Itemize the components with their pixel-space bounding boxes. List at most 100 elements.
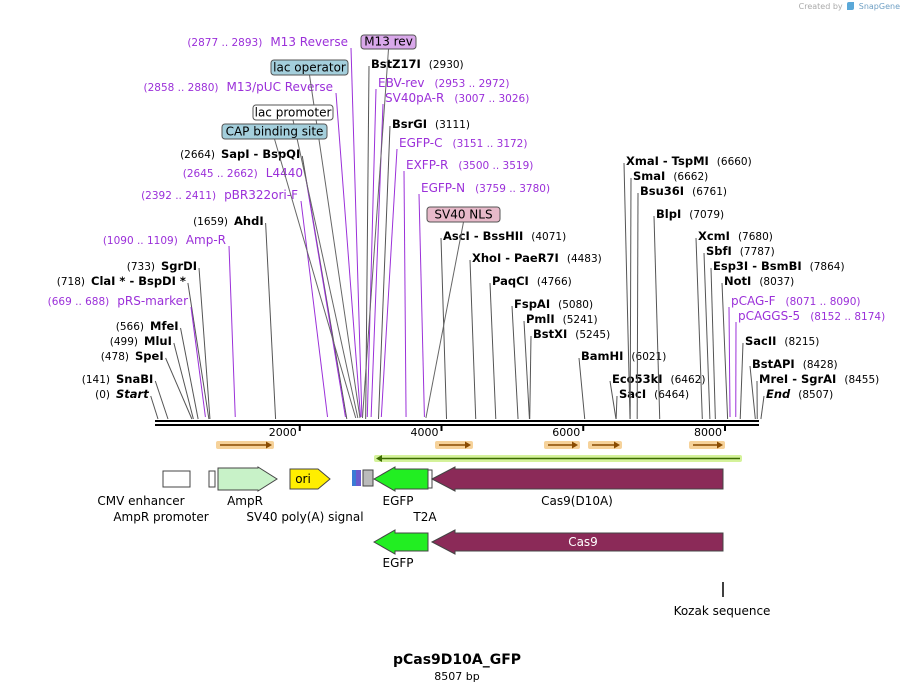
feature-egfp-label: EGFP: [382, 494, 413, 508]
feature-label-cap-binding-site-box: [221, 123, 328, 140]
enzyme-end-label: End: [766, 387, 791, 401]
enzyme-clai-bspdi-label: ClaI * - BspDI *: [91, 274, 186, 288]
enzyme-mrei-sgrai-label: MreI - SgrAI: [759, 372, 836, 386]
feature-cas9: [430, 529, 724, 555]
enzyme-xcmi-label: XcmI: [698, 229, 730, 243]
enzyme-sbfi-label: SbfI: [706, 244, 732, 258]
feature-ori: [289, 468, 331, 490]
enzyme-fspai-leader: [511, 305, 519, 420]
feature-label-m13-rev: M13 rev: [364, 35, 413, 49]
feature-sv40-polya: [362, 469, 374, 487]
primer-egfp-n-range: (3759 .. 3780): [475, 183, 550, 195]
enzyme-smai-position: (6662): [673, 171, 708, 183]
enzyme-xhoi-paer7i-label: XhoI - PaeR7I: [472, 251, 559, 265]
enzyme-start-position: (0): [95, 389, 110, 401]
axis-tick-label: 8000: [694, 426, 722, 439]
primer-exfp-r-label: EXFP-R: [406, 158, 448, 172]
feature-egfp-2: [372, 529, 429, 555]
enzyme-sacii-leader: [739, 342, 744, 420]
enzyme-smai-label: SmaI: [633, 169, 665, 183]
enzyme-mlui-position: (499): [110, 336, 138, 348]
enzyme-ahdi-position: (1659): [193, 216, 228, 228]
enzyme-eco53ki-leader: [609, 380, 617, 420]
enzyme-pmli-position: (5241): [563, 314, 598, 326]
primer-pbr322ori-f-label: pBR322ori-F: [224, 188, 298, 202]
primer-amp-r-leader: [228, 245, 236, 418]
enzyme-sbfi-position: (7787): [740, 246, 775, 258]
axis-tick-label: 6000: [552, 426, 580, 439]
enzyme-blpi-leader: [653, 215, 661, 420]
feature-sv40-polya-label: SV40 poly(A) signal: [246, 510, 363, 524]
enzyme-bamhi-position: (6021): [631, 351, 666, 363]
primer-egfp-n-leader: [418, 193, 425, 418]
primer-m13-reverse-leader: [350, 47, 363, 418]
enzyme-mfei-label: MfeI: [150, 319, 179, 333]
feature-label-lac-operator: lac operator: [273, 61, 346, 75]
snapgene-watermark: Created by SnapGene: [799, 2, 900, 11]
feature-cmv-enhancer: [162, 470, 191, 488]
enzyme-paqci-leader: [489, 282, 497, 420]
enzyme-eco53ki-position: (6462): [671, 374, 706, 386]
primer-amp-r-range: (1090 .. 1109): [103, 235, 178, 247]
feature-cas9-d10a: [430, 466, 724, 492]
feature-label-m13-rev-box: [360, 34, 417, 50]
primer-pcaggs-5-range: (8152 .. 8174): [810, 311, 885, 323]
feature-ori-label: ori: [295, 472, 311, 486]
primer-exfp-r-range: (3500 .. 3519): [458, 160, 533, 172]
snapgene-logo-icon: [847, 2, 855, 10]
primer-m13-puc-reverse-range: (2858 .. 2880): [144, 82, 219, 94]
primer-pcag-f-range: (8071 .. 8090): [786, 296, 861, 308]
enzyme-blpi-label: BlpI: [656, 207, 681, 221]
feature-ampr-label: AmpR: [227, 494, 263, 508]
feature-cmv-enhancer-label: CMV enhancer: [97, 494, 184, 508]
primer-sv40pa-r-label: SV40pA-R: [385, 91, 444, 105]
primer-egfp-c-label: EGFP-C: [399, 136, 442, 150]
orf-arrow-head: [465, 441, 471, 449]
feature-label-sv40-nls: SV40 NLS: [434, 208, 492, 222]
enzyme-spei-leader: [165, 357, 193, 420]
primer-pcaggs-5-label: pCAGGS-5: [738, 309, 800, 323]
primer-egfp-c-range: (3151 .. 3172): [452, 138, 527, 150]
enzyme-sgrdi-label: SgrDI: [161, 259, 197, 273]
enzyme-asci-bsshii-label: AscI - BssHII: [443, 229, 523, 243]
primer-amp-r-label: Amp-R: [186, 233, 226, 247]
orf-arrow-head: [717, 441, 723, 449]
feature-label-sv40-nls-leader: [425, 221, 464, 419]
enzyme-ahdi-leader: [265, 222, 277, 420]
primer-ebv-rev-leader: [366, 88, 377, 418]
primer-egfp-c-leader: [380, 148, 398, 418]
orf-long-head: [376, 455, 382, 462]
enzyme-sgrdi-position: (733): [127, 261, 155, 273]
feature-ampr: [217, 466, 278, 492]
primer-egfp-n-label: EGFP-N: [421, 181, 465, 195]
enzyme-bamhi-label: BamHI: [581, 349, 623, 363]
enzyme-paqci-position: (4766): [537, 276, 572, 288]
primer-m13-reverse-range: (2877 .. 2893): [187, 37, 262, 49]
enzyme-mrei-sgrai-position: (8455): [844, 374, 879, 386]
axis-tick-label: 4000: [410, 426, 438, 439]
feature-label-lac-promoter-leader: [292, 119, 359, 419]
feature-kozak-label: Kozak sequence: [674, 604, 771, 618]
primer-pcag-f-leader: [728, 306, 731, 418]
enzyme-bsrgi-position: (3111): [435, 119, 470, 131]
feature-label-cap-binding-site-leader: [274, 138, 357, 419]
primer-m13-reverse-label: M13 Reverse: [270, 35, 348, 49]
enzyme-fspai-position: (5080): [558, 299, 593, 311]
feature-egfp-2-label: EGFP: [382, 556, 413, 570]
enzyme-sapi-bspqi-position: (2664): [180, 149, 215, 161]
orf-arrow-head: [266, 441, 272, 449]
enzyme-xcmi-position: (7680): [738, 231, 773, 243]
enzyme-pmli-leader: [523, 320, 530, 420]
enzyme-saci-position: (6464): [654, 389, 689, 401]
enzyme-pmli-label: PmlI: [526, 312, 555, 326]
primer-pbr322ori-f-range: (2392 .. 2411): [141, 190, 216, 202]
orf-arrow-head: [614, 441, 620, 449]
enzyme-bsu36i-position: (6761): [692, 186, 727, 198]
enzyme-spei-label: SpeI: [135, 349, 164, 363]
enzyme-mfei-position: (566): [116, 321, 144, 333]
enzyme-start-leader: [150, 395, 159, 420]
feature-mark-purple: [356, 470, 361, 486]
enzyme-xhoi-paer7i-leader: [469, 259, 477, 420]
enzyme-end-position: (8507): [798, 389, 833, 401]
enzyme-bsrgi-label: BsrGI: [392, 117, 427, 131]
